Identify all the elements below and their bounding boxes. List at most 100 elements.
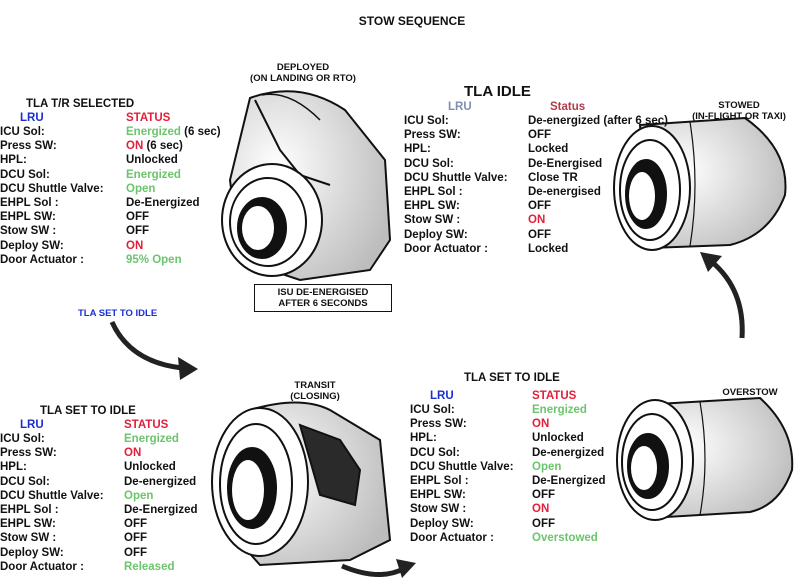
status-value: Locked — [528, 142, 568, 156]
status-row: EHPL Sol :De-energised — [404, 185, 694, 199]
status-value: OFF — [124, 517, 147, 531]
status-row: EHPL Sol :De-Energized — [0, 503, 220, 517]
status-value: Locked — [528, 242, 568, 256]
status-row: Door Actuator : 95% Open — [0, 253, 240, 267]
status-row: ICU Sol: De-energized (after 6 sec) — [404, 114, 694, 128]
status-value-text: De-Energised — [528, 157, 603, 170]
status-row: DCU Shuttle Valve:Open — [410, 460, 635, 474]
lru-label: Stow SW : — [410, 503, 467, 516]
lru-label: Door Actuator : — [410, 531, 494, 544]
lru-label: Deploy SW: — [404, 228, 468, 241]
status-value-text: ON — [532, 503, 550, 516]
status-row: Deploy SW:OFF — [410, 517, 635, 531]
status-row: Stow SW : OFF — [0, 224, 240, 238]
status-value-text: OFF — [126, 225, 149, 238]
status-value: De-Energised — [528, 157, 602, 171]
status-value: De-energized — [124, 475, 196, 489]
status-value-text: De-Energized — [124, 503, 198, 516]
lru-header: LRU — [20, 112, 44, 124]
lru-header: LRU — [20, 419, 44, 431]
status-row: ICU Sol: Energized (6 sec) — [0, 125, 240, 139]
lru-label: Stow SW : — [0, 225, 57, 238]
status-value: Energized (6 sec) — [126, 125, 221, 139]
status-value: De-Energized — [532, 474, 606, 488]
status-value: Unlocked — [126, 153, 178, 167]
status-value-text: ON — [124, 447, 142, 460]
panel-tla-set-to-idle-transit: TLA SET TO IDLE LRU STATUS ICU Sol:Energ… — [0, 404, 220, 574]
status-row: EHPL Sol :De-Energized — [410, 474, 635, 488]
status-header: Status — [550, 101, 586, 113]
status-value-text: Released — [124, 560, 175, 573]
lru-label: HPL: — [404, 143, 431, 156]
status-row: DCU Sol:De-energized — [0, 475, 220, 489]
status-value-text: OFF — [532, 489, 555, 502]
status-value-text: De-energized — [532, 446, 605, 459]
deployed-reverser-illustration — [221, 90, 392, 282]
status-value: OFF — [528, 128, 551, 142]
status-header: STATUS — [532, 390, 577, 402]
status-value-text: De-energised — [528, 185, 601, 198]
lru-label: EHPL SW: — [404, 200, 460, 213]
status-value: OFF — [124, 546, 147, 560]
isu-deenergised-note: ISU DE-ENERGISED AFTER 6 SECONDS — [254, 284, 392, 312]
lru-label: Deploy SW: — [410, 517, 474, 530]
lru-label: Door Actuator : — [404, 242, 488, 255]
status-value-text: OFF — [124, 546, 147, 559]
status-value-text: De-energized (after 6 sec) — [528, 115, 668, 127]
panel-title: TLA SET TO IDLE — [40, 405, 136, 417]
lru-label: ICU Sol: — [404, 115, 449, 127]
status-value: Unlocked — [532, 431, 584, 445]
status-value-text: Unlocked — [126, 154, 178, 167]
status-row: ICU Sol: Energized — [410, 403, 635, 417]
status-value: ON — [528, 213, 545, 227]
status-row: HPL:Unlocked — [0, 153, 240, 167]
lru-label: DCU Sol: — [404, 157, 454, 170]
status-row: Deploy SW: OFF — [0, 546, 220, 560]
lru-label: Press SW: — [410, 418, 467, 431]
lru-label: EHPL Sol : — [0, 196, 59, 209]
status-value: ON — [532, 417, 549, 431]
status-row: DCU Shuttle Valve:Close TR — [404, 171, 694, 185]
lru-label: EHPL SW: — [0, 518, 56, 531]
status-value-text: Open — [126, 182, 156, 195]
status-row: Deploy SW: ON — [0, 239, 240, 253]
status-value: 95% Open — [126, 253, 182, 267]
status-value-text: OFF — [124, 532, 147, 545]
status-value: OFF — [124, 531, 147, 545]
lru-label: Press SW: — [0, 140, 57, 153]
lru-label: Deploy SW: — [0, 546, 64, 559]
status-row: DCU Sol:De-energized — [410, 446, 635, 460]
lru-label: EHPL SW: — [410, 489, 466, 502]
status-row: DCU Sol: De-Energised — [404, 157, 694, 171]
lru-label: Press SW: — [0, 447, 57, 460]
status-row: Door Actuator :Released — [0, 560, 220, 574]
status-value-text: Energized — [126, 168, 181, 181]
status-value: ON — [124, 446, 141, 460]
panel-title: TLA IDLE — [464, 83, 531, 100]
lru-label: Door Actuator : — [0, 253, 84, 266]
status-value: OFF — [126, 224, 149, 238]
status-row: EHPL SW: OFF — [410, 488, 635, 502]
status-value-text: De-energized — [124, 475, 197, 488]
status-value-text: 95% Open — [126, 253, 182, 266]
lru-label: ICU Sol: — [0, 126, 45, 138]
status-value: Energized — [532, 403, 587, 417]
status-row: HPL:Unlocked — [0, 460, 220, 474]
lru-label: ICU Sol: — [410, 404, 455, 416]
status-row: DCU Sol:Energized — [0, 168, 240, 182]
status-value: ON — [532, 502, 549, 516]
lru-label: EHPL SW: — [0, 211, 56, 224]
status-row: Press SW: ON (6 sec) — [0, 139, 240, 153]
status-value-text: ON — [126, 239, 144, 252]
lru-label: Stow SW : — [0, 532, 57, 545]
status-value-suffix: (6 sec) — [143, 140, 183, 153]
status-row: EHPL SW: OFF — [0, 210, 240, 224]
status-value: OFF — [126, 210, 149, 224]
status-value-text: ON — [126, 140, 144, 153]
status-value-text: De-Energized — [126, 196, 200, 209]
panel-title: TLA T/R SELECTED — [26, 98, 135, 110]
lru-label: Deploy SW: — [0, 239, 64, 252]
status-row: Press SW: ON — [410, 417, 635, 431]
